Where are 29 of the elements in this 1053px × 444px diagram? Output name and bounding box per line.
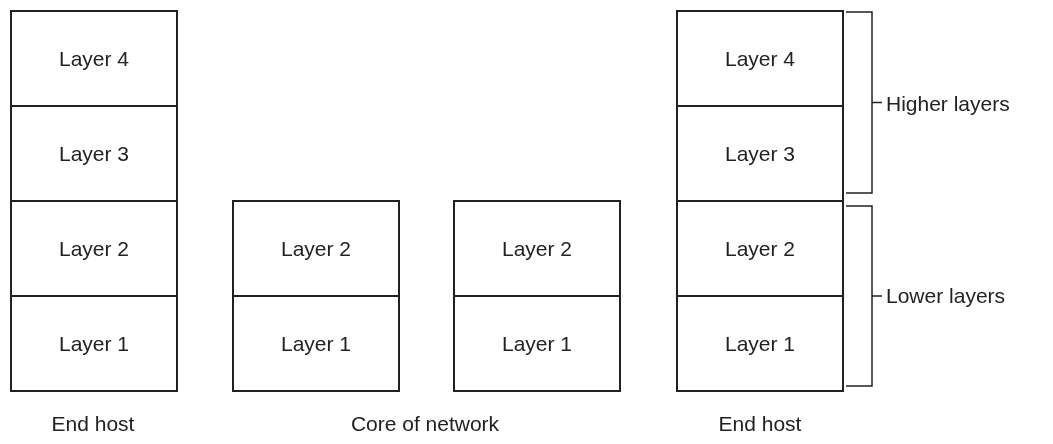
layer-box bbox=[676, 10, 844, 107]
layer-name: Layer 2 bbox=[501, 236, 572, 261]
layer-box bbox=[10, 105, 178, 202]
layer-name: Layer 2 bbox=[58, 236, 129, 261]
layer-name: Layer 2 bbox=[724, 236, 795, 261]
layer-name: Layer 1 bbox=[501, 331, 572, 356]
layer-box bbox=[10, 200, 178, 297]
layer-name: Layer 3 bbox=[724, 141, 795, 166]
layer-box bbox=[676, 105, 844, 202]
layer-name: Layer 4 bbox=[724, 46, 795, 71]
group-label: Higher layers bbox=[886, 92, 1010, 116]
layer-name: Layer 3 bbox=[58, 141, 129, 166]
layer-box bbox=[232, 295, 400, 392]
layer-box bbox=[676, 295, 844, 392]
layer-name: Layer 4 bbox=[58, 46, 129, 71]
layer-name: Layer 1 bbox=[280, 331, 351, 356]
layer-box bbox=[232, 200, 400, 297]
layer-name: Layer 1 bbox=[58, 331, 129, 356]
layer-box bbox=[453, 295, 621, 392]
layer-name: Layer 1 bbox=[724, 331, 795, 356]
stack-label: End host bbox=[718, 412, 802, 436]
layer-box bbox=[10, 295, 178, 392]
stack-label: Core of network bbox=[350, 412, 500, 436]
layer-box bbox=[10, 10, 178, 107]
group-label: Lower layers bbox=[886, 284, 1006, 308]
layer-box bbox=[676, 200, 844, 297]
stack-label: End host bbox=[51, 412, 135, 436]
layer-name: Layer 2 bbox=[280, 236, 351, 261]
layer-box bbox=[453, 200, 621, 297]
